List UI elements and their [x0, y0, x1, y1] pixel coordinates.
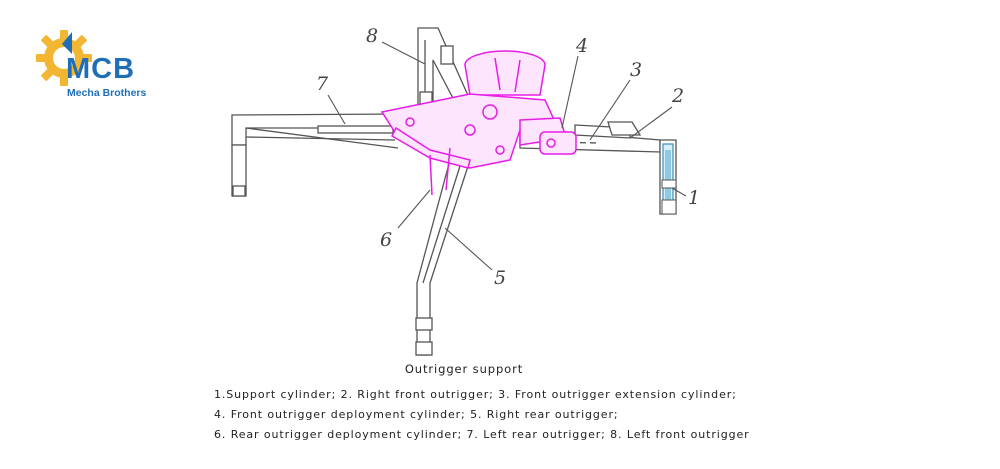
support-cylinder — [661, 143, 677, 215]
brand-name: MCB — [66, 53, 136, 85]
left-rear-outrigger — [231, 113, 399, 197]
legend-line-2: 4. Front outrigger deployment cylinder; … — [214, 408, 619, 421]
legend-line-1: 1.Support cylinder; 2. Right front outri… — [214, 388, 737, 401]
legend-line-3: 6. Rear outrigger deployment cylinder; 7… — [214, 428, 750, 441]
callout-1: 1 — [688, 187, 700, 209]
callout-6: 6 — [380, 229, 392, 251]
callout-2: 2 — [671, 85, 684, 107]
chassis-frame — [380, 50, 577, 196]
figure-caption: Outrigger support 1.Support cylinder; 2.… — [214, 362, 834, 448]
callout-8: 8 — [366, 25, 378, 47]
outrigger-diagram: 1 2 3 4 5 6 7 8 — [231, 25, 700, 356]
callout-5: 5 — [494, 267, 506, 289]
callout-4: 4 — [575, 35, 588, 57]
callout-7: 7 — [316, 73, 329, 95]
callout-3: 3 — [630, 59, 642, 81]
figure-title: Outrigger support — [404, 362, 524, 376]
right-rear-outrigger — [415, 159, 471, 356]
gear-icon — [36, 30, 92, 86]
leader-lines — [327, 41, 687, 271]
brand-logo: MCB Mecha Brothers — [32, 24, 162, 104]
brand-subtitle: Mecha Brothers — [67, 87, 147, 99]
